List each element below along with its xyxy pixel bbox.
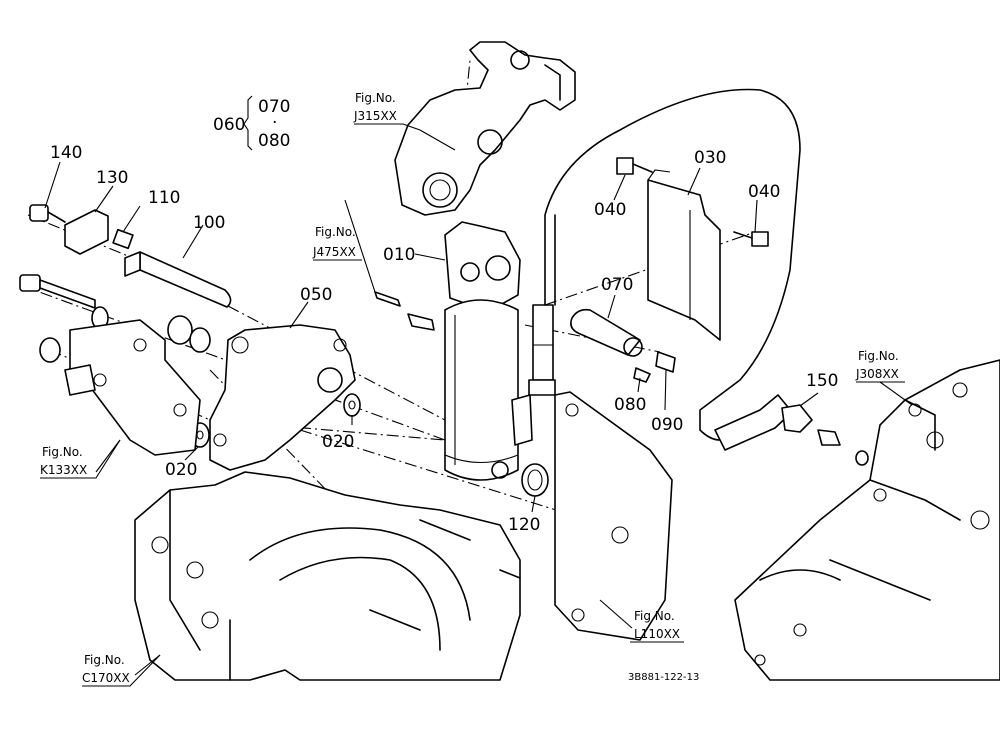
svg-text:J308XX: J308XX [855,367,899,381]
part-labels: 140 130 110 100 050 020 020 010 030 040 … [50,95,838,535]
part-110 [112,228,134,250]
fig-ref-k133: Fig.No. K133XX [40,439,121,479]
label-100: 100 [193,213,225,233]
label-020a: 020 [322,432,354,452]
label-010: 010 [383,245,415,265]
svg-text:Fig.No.: Fig.No. [315,225,356,239]
hose-fitting [528,304,556,396]
label-140: 140 [50,143,82,163]
svg-text:Fig.No.: Fig.No. [42,445,83,459]
svg-text:L110XX: L110XX [634,627,680,641]
label-090: 090 [651,415,683,435]
housing-c170 [134,471,521,681]
label-040a: 040 [594,200,626,220]
long-bolt [19,274,211,353]
bolt-040-right [733,231,769,247]
svg-text:Fig.No.: Fig.No. [634,609,675,623]
svg-text:C170XX: C170XX [82,671,130,685]
hose-end-150 [714,394,869,466]
part-080 [633,367,651,383]
label-070-range: 070 [258,97,290,117]
label-130: 130 [96,168,128,188]
svg-text:Fig.No.: Fig.No. [858,349,899,363]
range-dot: · [272,113,277,133]
svg-text:Fig.No.: Fig.No. [84,653,125,667]
lift-cylinder [444,221,533,481]
lock-pin-j475 [374,291,435,331]
bracket-130 [64,209,109,255]
drawing-code: 3B881-122-13 [628,672,699,683]
range-brace [243,95,253,151]
fig-ref-j315: Fig.No. J315XX [353,91,421,131]
top-link-arm [394,41,576,216]
label-120: 120 [508,515,540,535]
valve-block-j308 [734,359,1000,681]
hose-guard [647,169,721,341]
label-070: 070 [601,275,633,295]
callout-leaders [44,129,913,676]
label-080-range: 080 [258,131,290,151]
part-090 [655,351,676,373]
label-040b: 040 [748,182,780,202]
plate-l110 [554,391,673,641]
label-030: 030 [694,148,726,168]
fig-ref-l110: Fig.No. L110XX [630,609,684,643]
bushing-120 [521,463,549,497]
label-050: 050 [300,285,332,305]
svg-text:J475XX: J475XX [312,245,356,259]
pin-100 [124,251,232,308]
fig-ref-j475: Fig.No. J475XX [312,225,362,261]
hydraulic-hose [544,88,801,441]
label-110: 110 [148,188,180,208]
fig-ref-c170: Fig.No. C170XX [82,653,161,687]
bolt-140 [29,204,66,223]
bolt-040-left [616,157,653,175]
svg-text:J315XX: J315XX [353,109,397,123]
label-020b: 020 [165,460,197,480]
svg-text:Fig.No.: Fig.No. [355,91,396,105]
bracket-050 [209,324,356,471]
svg-text:K133XX: K133XX [40,463,87,477]
label-080: 080 [614,395,646,415]
fig-ref-j308: Fig.No. J308XX [855,349,905,383]
label-060: 060 [213,115,245,135]
label-150: 150 [806,371,838,391]
pin-070 [570,308,643,357]
washer-020-a [343,393,361,417]
